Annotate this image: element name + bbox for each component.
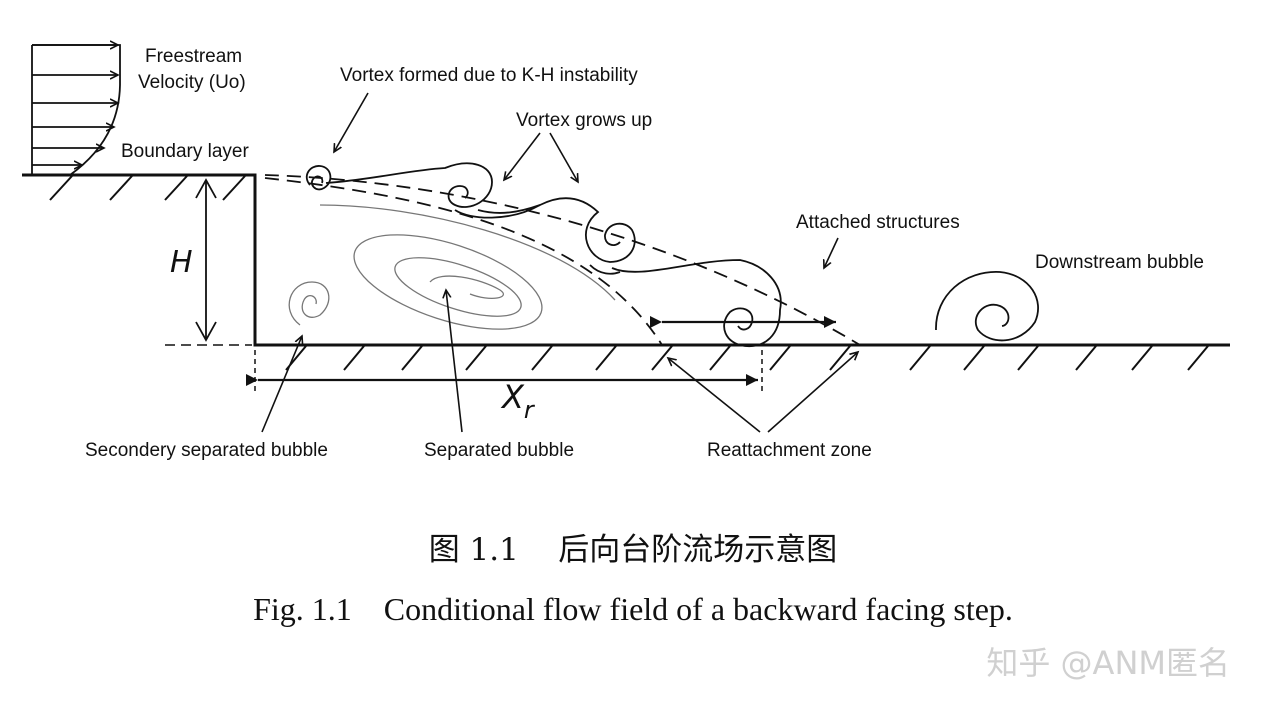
reattachment-zone-label: Reattachment zone xyxy=(707,440,872,461)
caption-english: Fig. 1.1 Conditional flow field of a bac… xyxy=(253,591,1013,627)
outer-streamline xyxy=(319,204,616,301)
separated-bubble-inner xyxy=(394,257,522,317)
vortex-2 xyxy=(325,162,493,208)
vortex-grows-label: Vortex grows up xyxy=(516,110,652,131)
leader-arrows xyxy=(261,92,858,433)
vortex-4 xyxy=(611,259,782,348)
step-height-label: H xyxy=(170,245,193,280)
downstream-bubble-label: Downstream bubble xyxy=(1035,252,1204,273)
kh-leader xyxy=(334,92,369,152)
kh-vortex-label: Vortex formed due to K-H instability xyxy=(340,65,638,86)
outer-envelope xyxy=(264,174,861,346)
grows-leader-2 xyxy=(549,132,578,182)
vortex-link xyxy=(477,204,541,214)
inner-envelope xyxy=(264,177,663,346)
separated-leader xyxy=(446,290,463,433)
attached-structures-label: Attached structures xyxy=(796,212,960,233)
attached-leader xyxy=(824,237,839,268)
downstream-bubble-swirl xyxy=(935,271,1039,342)
vortex-link-2 xyxy=(589,264,621,275)
separated-bubble-outer xyxy=(353,234,543,330)
caption-chinese: 图 1.1 后向台阶流场示意图 xyxy=(428,532,838,568)
separated-bubble-core xyxy=(429,275,504,300)
wall-hatching-upper xyxy=(49,175,246,201)
shear-layer-envelope xyxy=(264,174,861,346)
reattach-length-label: Xr xyxy=(500,378,536,424)
secondary-bubble-swirl xyxy=(288,281,330,326)
freestream-label-line2: Velocity (Uo) xyxy=(138,72,246,93)
wall-hatching-lower xyxy=(285,345,1209,371)
secondary-leader xyxy=(261,336,302,433)
secondary-bubble-label: Secondery separated bubble xyxy=(85,440,328,461)
kh-vortex xyxy=(305,165,332,191)
recirculation-streamlines xyxy=(288,204,616,330)
velocity-profile xyxy=(31,44,121,176)
zhihu-watermark: 知乎 @ANM匿名 xyxy=(986,644,1230,682)
grows-leader-1 xyxy=(504,132,541,180)
step-height-dimension: H xyxy=(170,178,217,342)
profile-curve xyxy=(32,44,121,176)
reattach-leader-2 xyxy=(767,352,858,433)
freestream-label-line1: Freestream xyxy=(145,46,242,67)
shed-vortices xyxy=(305,162,782,348)
boundary-layer-label: Boundary layer xyxy=(121,141,249,162)
reattachment-length-dimension: Xr xyxy=(246,350,763,424)
separated-bubble-label: Separated bubble xyxy=(424,440,574,461)
reattach-leader-1 xyxy=(668,358,761,433)
